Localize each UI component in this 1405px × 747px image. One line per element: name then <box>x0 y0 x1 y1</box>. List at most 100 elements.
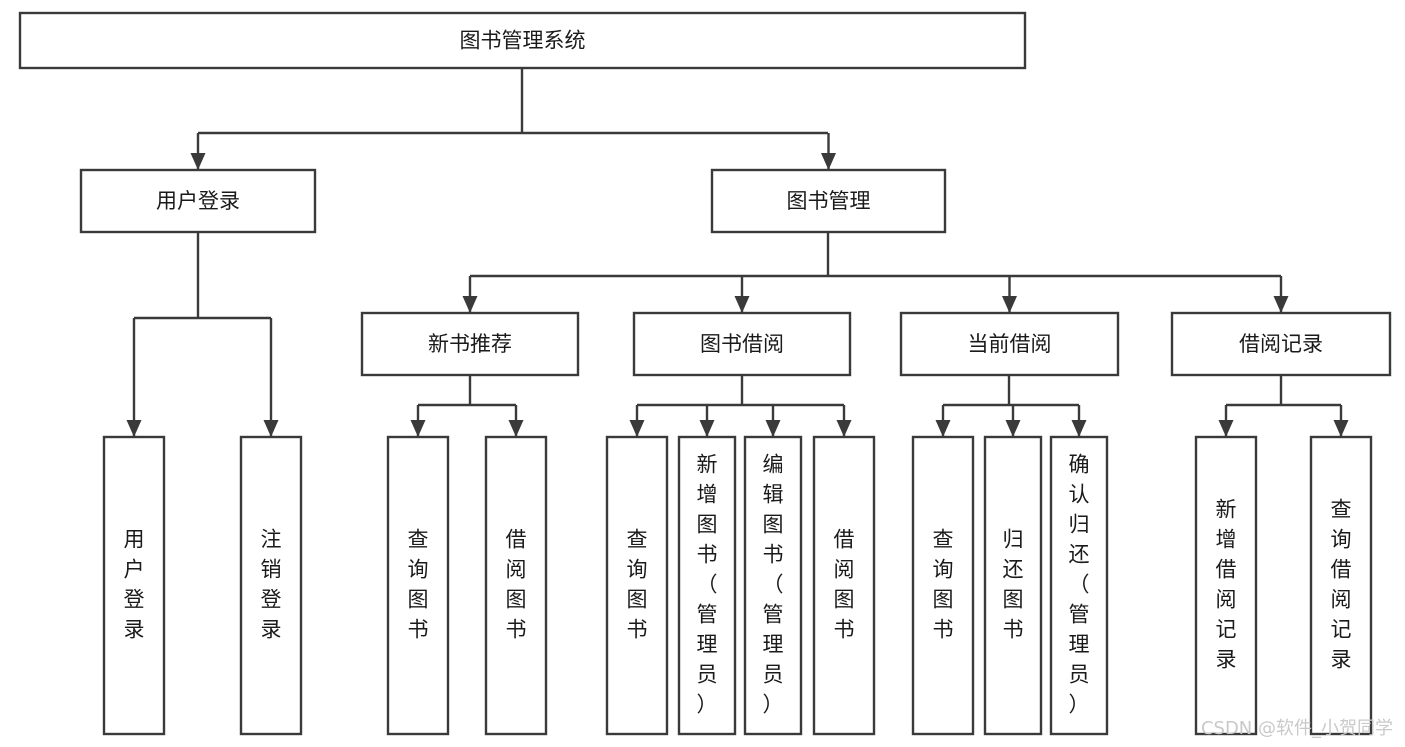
arrow-head-icon <box>1333 420 1349 437</box>
connector-drop-leaf-user-login <box>126 318 142 437</box>
node-label: 图书借阅 <box>700 332 784 356</box>
node-label: 图书管理系统 <box>460 29 586 53</box>
arrow-head-icon <box>508 420 524 437</box>
connector-group-bus-current-borrow <box>943 375 1079 407</box>
connector-drop-current-borrow <box>1002 276 1017 313</box>
node-label: 注销登录 <box>261 528 282 642</box>
arrow-head-icon <box>734 296 750 313</box>
node-box <box>18 11 1027 70</box>
connector-drop-leaf-edit-book-admin <box>765 405 781 437</box>
node-label: 图书管理 <box>787 189 871 213</box>
node-leaf-leaf-query-book-recommend[interactable]: 查询图书 <box>386 435 450 736</box>
csdn-watermark: CSDN @软件_小贺同学 <box>1200 718 1393 739</box>
connector-drop-leaf-query-book-recommend <box>410 405 426 437</box>
arrow-head-icon <box>1005 420 1021 437</box>
node-label: 查询图书 <box>933 528 954 642</box>
connector-drop-book-borrow <box>734 276 750 313</box>
connector-drop-new-book-recommend <box>462 276 478 313</box>
arrow-head-icon <box>821 153 836 170</box>
connector-drop-leaf-borrow-book-borrow <box>836 405 852 437</box>
node-label: 用户登录 <box>124 528 145 642</box>
arrow-head-icon <box>1002 296 1017 313</box>
connector-drop-leaf-query-borrow-record <box>1333 405 1349 437</box>
connector-drop-leaf-logout-login <box>263 318 279 437</box>
arrow-head-icon <box>462 296 478 313</box>
arrow-head-icon <box>1273 296 1289 313</box>
connector-drop-leaf-query-book-current <box>935 405 951 437</box>
node-leaf-leaf-borrow-book-recommend[interactable]: 借阅图书 <box>484 435 548 736</box>
connector-drop-user-login <box>190 133 206 170</box>
node-leaf-leaf-user-login[interactable]: 用户登录 <box>102 435 166 736</box>
arrow-head-icon <box>263 420 279 437</box>
connector-group-bus-book-management <box>470 232 1281 278</box>
connector-group-bus-book-borrow <box>637 375 844 407</box>
arrow-head-icon <box>410 420 426 437</box>
node-leaf-leaf-return-book[interactable]: 归还图书 <box>983 435 1043 736</box>
node-level3-new-book-recommend[interactable]: 新书推荐 <box>360 311 580 377</box>
node-box <box>386 435 450 736</box>
node-box <box>360 311 580 377</box>
node-box <box>1170 311 1392 377</box>
arrow-head-icon <box>935 420 951 437</box>
node-label: 借阅图书 <box>506 528 527 642</box>
node-box <box>812 435 876 736</box>
node-box <box>79 168 317 234</box>
connector-drop-leaf-borrow-book-recommend <box>508 405 524 437</box>
node-box <box>677 435 737 736</box>
node-leaf-leaf-confirm-return-admin[interactable]: 确认归还（管理员） <box>1049 435 1109 736</box>
arrow-head-icon <box>836 420 852 437</box>
connector-drop-leaf-add-borrow-record <box>1218 405 1234 437</box>
node-label: 用户登录 <box>156 189 240 213</box>
node-leaf-leaf-borrow-book-borrow[interactable]: 借阅图书 <box>812 435 876 736</box>
node-label: 确认归还（管理员） <box>1069 453 1090 717</box>
node-layer: 图书管理系统用户登录图书管理新书推荐图书借阅当前借阅借阅记录用户登录注销登录查询… <box>18 11 1392 736</box>
node-box <box>1049 435 1109 736</box>
node-label: 编辑图书（管理员） <box>763 453 784 717</box>
node-box <box>1309 435 1373 736</box>
node-box <box>743 435 803 736</box>
arrow-head-icon <box>190 153 206 170</box>
node-label: 借阅记录 <box>1239 332 1323 356</box>
arrow-head-icon <box>1071 420 1087 437</box>
node-box <box>1194 435 1258 736</box>
connector-drop-leaf-confirm-return-admin <box>1071 405 1087 437</box>
node-root-root[interactable]: 图书管理系统 <box>18 11 1027 70</box>
connector-group-bus-user-login <box>134 232 271 320</box>
node-level2-book-management[interactable]: 图书管理 <box>710 168 947 234</box>
connector-layer <box>126 68 1349 437</box>
node-label: 归还图书 <box>1003 528 1024 642</box>
connector-drop-leaf-add-book-admin <box>699 405 715 437</box>
node-label: 查询借阅记录 <box>1331 498 1352 672</box>
node-leaf-leaf-add-book-admin[interactable]: 新增图书（管理员） <box>677 435 737 736</box>
arrow-head-icon <box>1218 420 1234 437</box>
node-label: 当前借阅 <box>968 332 1052 356</box>
node-label: 借阅图书 <box>834 528 855 642</box>
node-box <box>605 435 669 736</box>
connector-drop-leaf-query-book-borrow <box>629 405 645 437</box>
node-leaf-leaf-add-borrow-record[interactable]: 新增借阅记录 <box>1194 435 1258 736</box>
node-leaf-leaf-logout-login[interactable]: 注销登录 <box>239 435 303 736</box>
node-level3-borrow-record[interactable]: 借阅记录 <box>1170 311 1392 377</box>
connector-drop-leaf-return-book <box>1005 405 1021 437</box>
arrow-head-icon <box>126 420 142 437</box>
node-level3-current-borrow[interactable]: 当前借阅 <box>899 311 1120 377</box>
arrow-head-icon <box>699 420 715 437</box>
node-label: 查询图书 <box>408 528 429 642</box>
node-leaf-leaf-edit-book-admin[interactable]: 编辑图书（管理员） <box>743 435 803 736</box>
connector-drop-book-management <box>821 133 836 170</box>
node-box <box>102 435 166 736</box>
node-box <box>484 435 548 736</box>
node-label: 新增图书（管理员） <box>697 453 718 717</box>
arrow-head-icon <box>765 420 781 437</box>
node-leaf-leaf-query-book-current[interactable]: 查询图书 <box>911 435 975 736</box>
node-box <box>632 311 852 377</box>
node-label: 查询图书 <box>627 528 648 642</box>
node-leaf-leaf-query-book-borrow[interactable]: 查询图书 <box>605 435 669 736</box>
connector-group-bus-borrow-record <box>1226 375 1341 407</box>
node-level2-user-login[interactable]: 用户登录 <box>79 168 317 234</box>
node-leaf-leaf-query-borrow-record[interactable]: 查询借阅记录 <box>1309 435 1373 736</box>
node-box <box>983 435 1043 736</box>
node-level3-book-borrow[interactable]: 图书借阅 <box>632 311 852 377</box>
node-label: 新书推荐 <box>428 332 512 356</box>
